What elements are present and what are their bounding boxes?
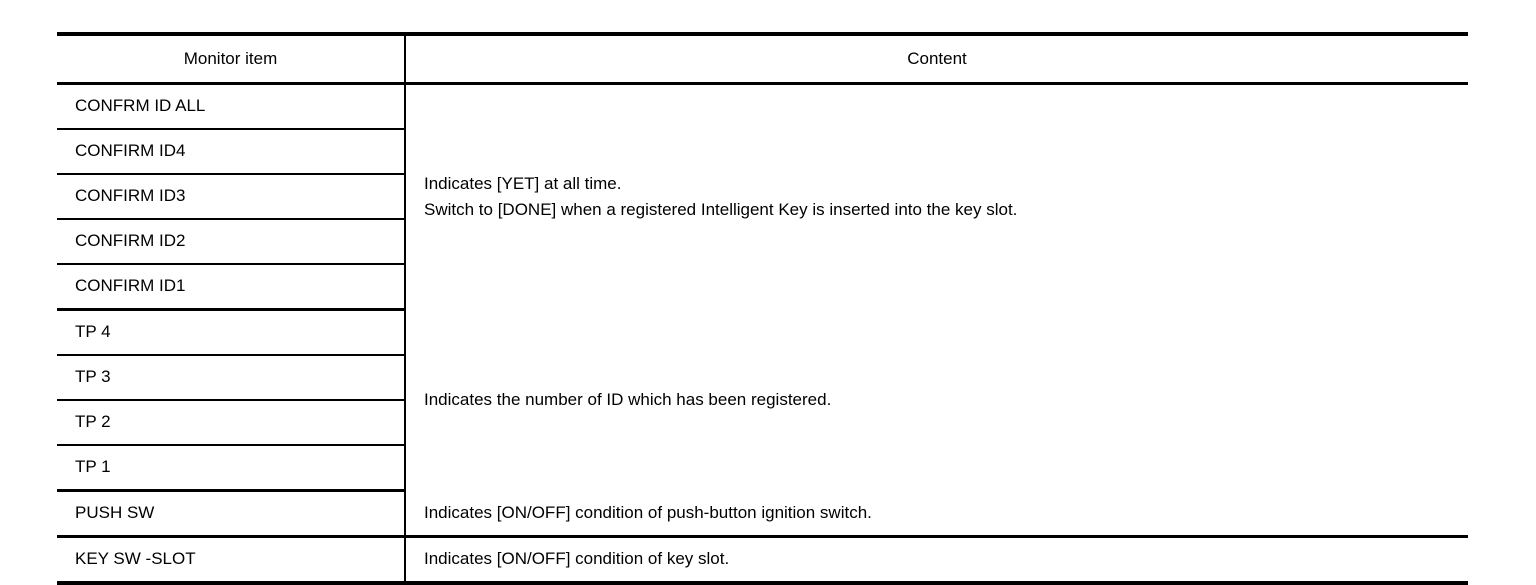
content-text: Indicates [ON/OFF] condition of push-but…	[424, 500, 1468, 526]
monitor-item-cell: KEY SW -SLOT	[57, 536, 406, 585]
monitor-item-table: Monitor item Content CONFRM ID ALL Indica…	[57, 32, 1468, 585]
content-text: Indicates [YET] at all time. Switch to [D…	[424, 171, 1468, 224]
column-header-content: Content	[405, 32, 1468, 85]
table-header-row: Monitor item Content	[57, 32, 1468, 85]
content-cell: Indicates [ON/OFF] condition of push-but…	[405, 490, 1468, 538]
monitor-item-cell: TP 2	[57, 400, 406, 446]
monitor-item-cell: TP 3	[57, 355, 406, 401]
table-row: CONFIRM ID2	[57, 219, 1468, 265]
monitor-item-cell: CONFRM ID ALL	[57, 83, 406, 130]
table-row: KEY SW -SLOT Indicates [ON/OFF] condition…	[57, 536, 1468, 585]
table-row: TP 2	[57, 400, 1468, 446]
table-row: CONFRM ID ALL Indicates [YET] at all time…	[57, 83, 1468, 219]
monitor-item-cell: CONFIRM ID3	[57, 174, 406, 220]
monitor-item-cell: CONFIRM ID2	[57, 219, 406, 265]
content-cell: Indicates [YET] at all time. Switch to [D…	[405, 84, 1468, 310]
document-page: Monitor item Content CONFRM ID ALL Indica…	[57, 32, 1468, 585]
content-line: Indicates [ON/OFF] condition of key slot…	[424, 549, 730, 569]
monitor-item-cell: TP 1	[57, 445, 406, 492]
monitor-item-cell: CONFIRM ID4	[57, 129, 406, 175]
monitor-item-cell: CONFIRM ID1	[57, 264, 406, 311]
table-body: CONFRM ID ALL Indicates [YET] at all time…	[57, 83, 1468, 585]
content-text: Indicates [ON/OFF] condition of key slot…	[424, 546, 1468, 572]
table-row: CONFIRM ID1	[57, 264, 1468, 311]
table-row: PUSH SW Indicates [ON/OFF] condition of p…	[57, 490, 1468, 538]
column-header-monitor-item: Monitor item	[57, 32, 406, 85]
content-text: Indicates the number of ID which has bee…	[424, 387, 1468, 413]
table-row: CONFIRM ID4	[57, 129, 1468, 175]
monitor-item-cell: TP 4	[57, 309, 406, 356]
content-cell: Indicates the number of ID which has bee…	[405, 310, 1468, 491]
content-cell: Indicates [ON/OFF] condition of key slot…	[405, 536, 1468, 585]
table-header: Monitor item Content	[57, 32, 1468, 85]
content-line: Indicates [ON/OFF] condition of push-but…	[424, 502, 872, 522]
monitor-item-table-wrapper: Monitor item Content CONFRM ID ALL Indica…	[57, 32, 1468, 585]
content-line: Indicates the number of ID which has bee…	[424, 389, 832, 409]
table-row: TP 1	[57, 445, 1468, 492]
table-row: TP 3	[57, 355, 1468, 401]
monitor-item-cell: PUSH SW	[57, 490, 406, 538]
content-line: Switch to [DONE] when a registered Intel…	[424, 200, 1018, 220]
table-row: CONFIRM ID3	[57, 174, 1468, 220]
content-line: Indicates [YET] at all time.	[424, 173, 622, 193]
table-row: TP 4 Indicates the number of ID which has…	[57, 309, 1468, 409]
